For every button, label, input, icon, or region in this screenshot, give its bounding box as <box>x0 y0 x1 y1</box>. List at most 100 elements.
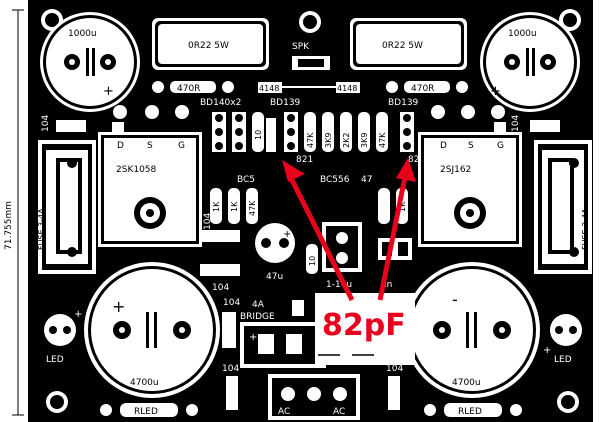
input-resistors: 1K 1K 47K 1K 10 <box>210 188 408 274</box>
svg-text:104: 104 <box>41 115 51 132</box>
svg-text:BC556: BC556 <box>320 175 350 185</box>
svg-text:S: S <box>147 141 153 151</box>
diodes-4148: 4148 4148 <box>258 82 360 93</box>
svg-text:4700u: 4700u <box>452 378 481 388</box>
svg-text:4A: 4A <box>252 300 265 310</box>
svg-text:3K9: 3K9 <box>324 133 333 148</box>
svg-text:10: 10 <box>254 130 263 140</box>
cap-1000u-left: 1000u + <box>40 12 140 112</box>
svg-text:104: 104 <box>212 283 229 293</box>
svg-text:4148: 4148 <box>337 84 357 93</box>
svg-text:RLED: RLED <box>458 407 482 417</box>
resistor-470r-left: 470R <box>152 81 234 94</box>
svg-text:10: 10 <box>308 256 317 266</box>
svg-text:47u: 47u <box>266 272 283 282</box>
resistor-5w-right: 0R22 5W <box>350 18 467 70</box>
svg-text:470R: 470R <box>411 84 434 94</box>
svg-text:104: 104 <box>386 364 403 374</box>
svg-text:1-10u: 1-10u <box>326 280 352 290</box>
driver-label: BD139 <box>388 98 419 108</box>
fuse-left: FUSE 3-4A <box>37 140 96 274</box>
annotation-label: 82pF <box>322 308 406 343</box>
svg-text:+: + <box>543 345 551 356</box>
cap-821-label: 821 <box>296 155 313 165</box>
cap-104 <box>56 120 86 132</box>
svg-text:AC: AC <box>333 407 345 417</box>
svg-text:AC: AC <box>278 407 290 417</box>
svg-text:2K2: 2K2 <box>342 133 351 148</box>
led-left: LED <box>44 314 76 365</box>
annotation-box <box>315 293 415 365</box>
svg-text:S: S <box>468 141 474 151</box>
svg-text:0R22 5W: 0R22 5W <box>188 41 229 51</box>
arrow-left-head <box>282 160 305 182</box>
svg-text:+: + <box>74 309 82 320</box>
svg-text:0R22 5W: 0R22 5W <box>382 41 423 51</box>
svg-text:LED: LED <box>554 355 572 365</box>
svg-text:104: 104 <box>222 364 239 374</box>
svg-text:47K: 47K <box>378 132 387 148</box>
svg-text:104: 104 <box>223 298 240 308</box>
svg-text:FUSE 3-4A: FUSE 3-4A <box>581 208 590 250</box>
svg-text:FUSE 3-4A: FUSE 3-4A <box>37 208 46 250</box>
bias-resistors: 10 47K 3K9 2K2 3K9 47K <box>252 112 388 152</box>
svg-text:-: - <box>452 290 458 309</box>
svg-text:47K: 47K <box>306 132 315 148</box>
cap-821-label: 821 <box>408 155 425 165</box>
svg-text:2SK1058: 2SK1058 <box>116 165 157 175</box>
fuse-right: FUSE 3-4A <box>534 140 592 274</box>
svg-text:104: 104 <box>203 213 213 230</box>
led-right: LED + <box>543 314 582 365</box>
input-connector: In <box>378 238 412 290</box>
svg-text:2SJ162: 2SJ162 <box>440 165 471 175</box>
svg-text:1K: 1K <box>212 201 221 212</box>
cap-104 <box>530 120 560 132</box>
mosfet-2sk1058: D S G 2SK1058 <box>98 105 202 247</box>
cap-4700u-right: - 4700u <box>404 262 540 398</box>
arrow-right-head <box>396 158 416 182</box>
svg-text:+: + <box>112 297 125 316</box>
mosfet-2sj162: D S G 2SJ162 <box>418 105 522 247</box>
cap-104 <box>200 264 240 276</box>
spk-label: SPK <box>292 42 310 52</box>
svg-text:BC5: BC5 <box>237 175 255 185</box>
svg-text:+: + <box>490 84 501 99</box>
annotation-82pf: 82pF <box>282 158 416 365</box>
svg-text:47K: 47K <box>248 200 257 216</box>
cap-104 <box>222 312 236 348</box>
driver-pads <box>212 112 414 152</box>
driver-label: BD140x2 <box>200 98 241 108</box>
rled-right: RLED <box>424 403 522 417</box>
rled-left: RLED <box>100 403 198 417</box>
dimension-label: 71.755mm <box>4 201 14 250</box>
resistor-470r-right: 470R <box>386 81 468 94</box>
svg-text:4700u: 4700u <box>130 378 159 388</box>
cap-104 <box>200 230 240 242</box>
svg-text:D: D <box>440 141 447 151</box>
svg-text:+: + <box>283 229 291 240</box>
svg-text:4148: 4148 <box>259 84 279 93</box>
cap-label: 1000u <box>508 29 537 39</box>
svg-text:RLED: RLED <box>134 407 158 417</box>
cap-104 <box>226 376 238 410</box>
mounting-holes <box>41 9 581 413</box>
svg-text:3K9: 3K9 <box>360 133 369 148</box>
arrow-left-shaft <box>285 170 355 302</box>
svg-text:47: 47 <box>361 175 372 185</box>
cap-input: 1-10u <box>322 222 362 290</box>
svg-text:+: + <box>103 84 114 99</box>
svg-text:G: G <box>497 141 504 151</box>
cap-47u: + 47u <box>255 223 295 282</box>
cap-4700u-left: + 4700u <box>84 262 220 398</box>
svg-text:+: + <box>249 332 257 343</box>
bridge-rectifier: + <box>240 300 326 368</box>
svg-text:LED: LED <box>46 355 64 365</box>
dimension-marker: 71.755mm <box>4 9 24 416</box>
cap-label: 1000u <box>68 29 97 39</box>
svg-text:470R: 470R <box>177 84 200 94</box>
cap-104 <box>388 376 400 410</box>
cap-1000u-right: 1000u + <box>480 12 580 112</box>
svg-text:D: D <box>117 141 124 151</box>
ac-terminal: AC AC <box>268 374 360 420</box>
